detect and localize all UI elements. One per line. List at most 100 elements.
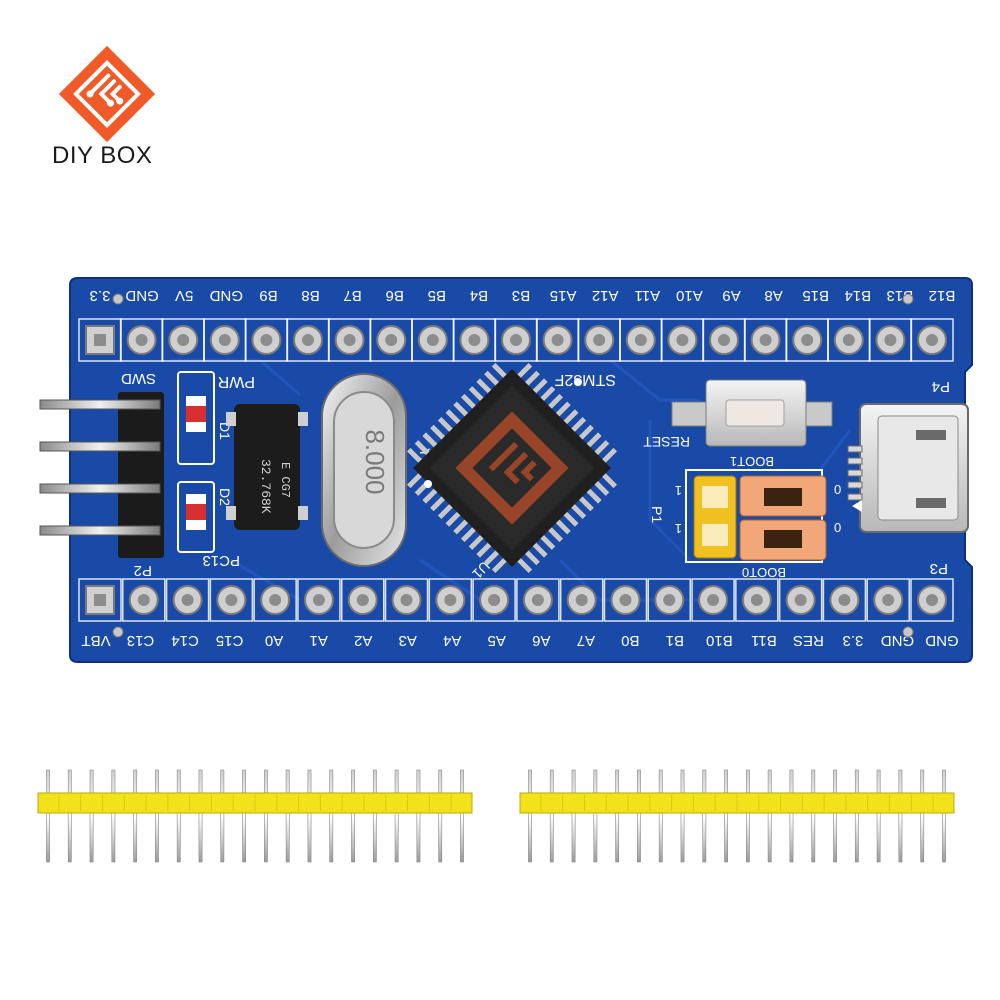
bottom-pin-label: VBT	[81, 632, 110, 649]
mcu-pin	[476, 378, 493, 395]
header-pin	[394, 769, 399, 863]
header-pin	[351, 769, 355, 863]
top-pin-label: 5V	[175, 287, 193, 304]
bottom-pin-label: C15	[216, 632, 244, 649]
mcu-pin	[468, 533, 485, 550]
bottom-pin-pad-hole	[94, 594, 106, 606]
bottom-pin-pad-outline	[340, 578, 385, 622]
mcu-pin	[515, 362, 533, 380]
reset-label: RESET	[643, 434, 690, 450]
mcu-pin	[437, 416, 455, 434]
mcu-pin	[577, 424, 594, 441]
top-pin-label: B14	[844, 287, 871, 304]
bottom-pin-label: A5	[488, 632, 506, 649]
pc13-label: PC13	[202, 552, 240, 569]
header-pin	[176, 769, 181, 863]
bottom-pin-label: B11	[751, 632, 777, 649]
usb-contacts	[847, 445, 863, 501]
mcu-pin	[430, 424, 447, 441]
mcu-pin	[600, 447, 618, 465]
swd-header: SWD P2	[39, 370, 164, 579]
pin1-dot	[574, 378, 582, 386]
mcu-pin	[546, 393, 564, 411]
mounting-hole	[112, 293, 124, 305]
mcu-pin	[484, 549, 501, 566]
header-pin	[155, 769, 159, 863]
bottom-pin-pad-hole	[663, 594, 676, 606]
reset-button[interactable]: RESET BOOT1	[643, 379, 833, 469]
header-pin	[438, 769, 443, 863]
mcu-pin	[460, 525, 478, 543]
bottom-pin-pad-outline	[516, 578, 560, 622]
bottom-pin-pad-outline	[384, 578, 429, 622]
mcu-pin	[460, 393, 478, 411]
top-pin-pad-hole	[718, 334, 730, 346]
micro-usb-port[interactable]	[847, 403, 969, 533]
bottom-pin-pad-hole	[137, 594, 150, 606]
mcu-pin	[577, 495, 594, 512]
top-pin-label: B8	[301, 287, 319, 304]
mcu-pin	[414, 440, 431, 457]
bottom-pin-label: RES	[793, 632, 824, 649]
top-pin-pad-hole	[676, 334, 689, 346]
header-pin	[745, 769, 750, 863]
bottom-pin-pad-outline	[209, 578, 254, 622]
mcu-pin	[569, 416, 587, 434]
mcu-pin	[562, 510, 579, 527]
boot0-label: BOOT0	[742, 565, 786, 580]
header-pin	[263, 769, 268, 863]
bottom-pin-row	[78, 578, 954, 622]
top-pin-row	[78, 318, 954, 362]
bottom-pin-label: 3.3	[843, 632, 864, 649]
boot1-label: BOOT1	[730, 454, 774, 469]
bottom-pin-pad-outline	[822, 578, 867, 622]
header-pin	[242, 769, 247, 863]
brand-name: DIY BOX	[52, 142, 153, 169]
jumper-0-label: 0	[834, 482, 841, 497]
top-pin-pad-hole	[468, 334, 481, 346]
mcu-pin	[531, 378, 548, 395]
bottom-pin-pad-outline	[297, 578, 341, 622]
bottom-pin-pad-outline	[472, 578, 516, 622]
bottom-pin-label: A3	[399, 632, 417, 649]
top-pin-label: 3.3	[90, 287, 111, 304]
mcu-pin	[593, 479, 610, 496]
pwr-label: PWR	[218, 373, 255, 390]
header-pin	[942, 769, 946, 863]
top-pin-pad-hole	[302, 334, 314, 346]
bottom-pin-pad-outline	[778, 578, 823, 622]
bottom-pin-pad-outline	[691, 578, 735, 622]
header-pin	[329, 769, 334, 863]
top-pin-pad-hole	[634, 334, 647, 346]
rtc-crystal-submarking: E CG7	[278, 462, 292, 498]
bottom-pin-pad-hole	[750, 594, 763, 606]
rtc-crystal-marking: 32.768K	[258, 459, 273, 514]
header-pin	[372, 769, 377, 863]
mcu-pin	[422, 487, 439, 504]
led-outline	[177, 481, 215, 553]
jumper-0-label-2: 0	[834, 520, 841, 535]
bottom-pin-pad-outline	[428, 578, 473, 622]
top-pin-pad-hole	[94, 334, 106, 346]
jumper-1-label: 1	[675, 483, 682, 498]
bottom-pin-pad-hole	[488, 594, 501, 606]
brand-logo	[58, 45, 156, 143]
top-pin-label: A11	[635, 287, 661, 304]
header-pin	[876, 769, 881, 863]
bottom-pin-pad-outline	[165, 578, 210, 622]
bottom-pin-pad-hole	[619, 594, 632, 606]
top-pin-label: GND	[125, 287, 159, 304]
bottom-pin-pad-outline	[559, 578, 604, 622]
mcu-pin	[539, 386, 556, 403]
top-pin-pad-hole	[801, 334, 814, 346]
header-pin	[285, 769, 290, 863]
top-pin-pad-hole	[510, 334, 522, 346]
bottom-pin-label: C13	[127, 632, 155, 649]
mcu-pin	[445, 510, 462, 527]
header-pin	[220, 769, 225, 863]
top-pin-label: A8	[764, 287, 782, 304]
header-pin	[811, 769, 816, 863]
bottom-pin-pad-hole	[444, 594, 457, 606]
header-pin	[767, 769, 772, 863]
